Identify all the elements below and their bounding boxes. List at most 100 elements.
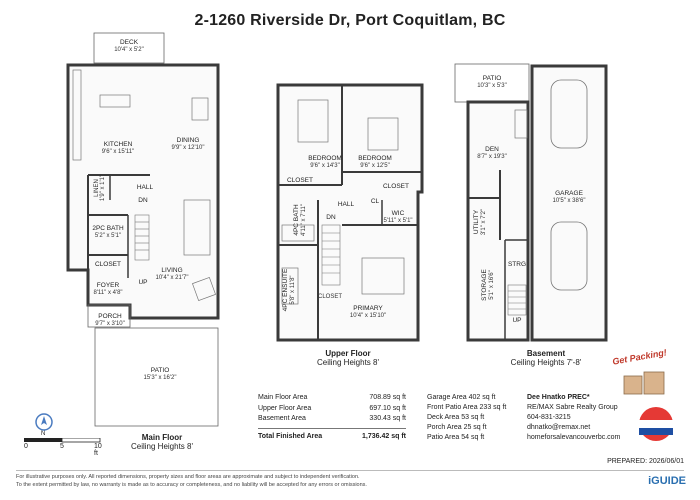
ensuite-label: 4PC ENSUITE bbox=[282, 268, 289, 311]
upper-area-value: 697.10 sq ft bbox=[369, 404, 406, 412]
ensuite-dims: 5'8" x 11'8" bbox=[290, 275, 296, 304]
patio-main-label: PATIO bbox=[151, 367, 170, 374]
hall-main-label: HALL bbox=[137, 184, 154, 191]
hall-up-label: HALL bbox=[338, 201, 355, 208]
primary-label: PRIMARY bbox=[353, 305, 383, 312]
garage-walls bbox=[530, 64, 608, 342]
closet-up1-label: CLOSET bbox=[287, 177, 313, 184]
upper-floor-name: Upper Floor bbox=[325, 349, 371, 358]
closet-main-label: CLOSET bbox=[95, 261, 121, 268]
dining-dims: 9'9" x 12'10" bbox=[172, 145, 205, 151]
main-floor-plan: DECK 10'4" x 5'2" KITCHEN 9'6" x 15'11" … bbox=[66, 32, 220, 427]
porch-dims: 9'7" x 3'10" bbox=[95, 321, 125, 327]
foyer-dims: 8'11" x 4'8" bbox=[93, 290, 122, 296]
bed-icon bbox=[361, 257, 405, 295]
porch-area: Porch Area 25 sq ft bbox=[427, 424, 487, 431]
bath4-dims: 4'11" x 7'11" bbox=[301, 204, 307, 236]
deck-area: Deck Area 53 sq ft bbox=[427, 414, 485, 421]
primary-dims: 10'4" x 15'10" bbox=[350, 313, 386, 319]
strg-label: STRG bbox=[508, 261, 526, 268]
upper-area-label: Upper Floor Area bbox=[258, 404, 312, 412]
storage-label: STORAGE bbox=[481, 269, 488, 301]
agent-website[interactable]: homeforsalevancouverbc.com bbox=[527, 434, 621, 441]
disclaimer-line-1: For illustrative purposes only. All repo… bbox=[16, 474, 360, 480]
agent-email[interactable]: dhnatko@remax.net bbox=[527, 424, 591, 431]
prepared-date: PREPARED: 2026/06/01 bbox=[607, 458, 684, 465]
agent-info: Dee Hnatko PREC* RE/MAX Sabre Realty Gro… bbox=[527, 393, 620, 443]
storage-dims: 5'1" x 16'6" bbox=[489, 270, 495, 300]
main-area-label: Main Floor Area bbox=[258, 394, 308, 401]
main-area-value: 708.89 sq ft bbox=[369, 394, 406, 401]
agent-phone: 604-831-3215 bbox=[527, 414, 571, 421]
living-label: LIVING bbox=[161, 267, 182, 274]
bedroom1-dims: 9'6" x 14'3" bbox=[310, 163, 340, 169]
bath2-label: 2PC BATH bbox=[92, 225, 124, 232]
upper-floor-walls bbox=[276, 83, 424, 342]
main-floor-name: Main Floor bbox=[141, 433, 183, 442]
basement-area-label: Basement Area bbox=[258, 415, 306, 422]
main-floor-caption: Main Floor Ceiling Heights 8' bbox=[122, 433, 202, 451]
car-icon bbox=[550, 79, 588, 149]
page-title: 2-1260 Riverside Dr, Port Coquitlam, BC bbox=[194, 12, 506, 29]
sofa-icon bbox=[183, 199, 211, 256]
patio-base-label: PATIO bbox=[483, 75, 502, 82]
dn-main-label: DN bbox=[138, 197, 148, 204]
bedroom1-label: BEDROOM bbox=[308, 155, 342, 162]
main-patio-outline bbox=[94, 327, 219, 427]
scale-label-0: 0 bbox=[24, 443, 28, 450]
utility-label: UTILITY bbox=[473, 209, 480, 234]
upper-floor-caption: Upper Floor Ceiling Heights 8' bbox=[308, 349, 388, 367]
den-label: DEN bbox=[485, 146, 499, 153]
agent-company: RE/MAX Sabre Realty Group bbox=[527, 404, 618, 411]
up-base-label: UP bbox=[512, 317, 521, 324]
linen-dims: 1'9" x 1'1" bbox=[100, 175, 106, 201]
wic-dims: 5'11" x 5'1" bbox=[383, 218, 412, 224]
porch-label: PORCH bbox=[98, 313, 122, 320]
disclaimer-line-2: To the extent permitted by law, no warra… bbox=[16, 481, 367, 488]
garage-dims: 10'5" x 38'6" bbox=[553, 198, 586, 204]
bedroom2-dims: 9'6" x 12'5" bbox=[360, 163, 390, 169]
closet-up2-label: CLOSET bbox=[383, 183, 409, 190]
bathtub-icon bbox=[281, 224, 315, 242]
moving-boxes-icon bbox=[623, 371, 665, 395]
footer-divider bbox=[16, 470, 684, 471]
deck-label: DECK bbox=[120, 39, 139, 46]
scale-bar bbox=[24, 438, 101, 443]
agent-name: Dee Hnatko PREC* bbox=[527, 394, 590, 401]
scale-label-10: 10 ft bbox=[94, 443, 102, 457]
basement-plan: PATIO 10'3" x 5'3" DEN 8'7" x 19'3" UTIL… bbox=[454, 63, 608, 342]
main-floor-ceiling: Ceiling Heights 8' bbox=[130, 442, 193, 451]
basement-name: Basement bbox=[526, 349, 566, 358]
total-area-value: 1,736.42 sq ft bbox=[362, 432, 406, 440]
foyer-label: FOYER bbox=[97, 282, 120, 289]
basement-ceiling: Ceiling Heights 7'-8' bbox=[510, 358, 582, 367]
wic-label: WIC bbox=[392, 210, 405, 217]
bed-icon bbox=[367, 117, 399, 151]
compass-label: N bbox=[41, 431, 46, 437]
basement-caption: Basement Ceiling Heights 7'-8' bbox=[496, 349, 596, 367]
patio-base-dims: 10'3" x 5'3" bbox=[477, 83, 507, 89]
compass-icon bbox=[35, 413, 53, 431]
dn-up-label: DN bbox=[326, 214, 336, 221]
kitchen-label: KITCHEN bbox=[104, 141, 133, 148]
cl-label: CL bbox=[371, 198, 380, 205]
up-main-label: UP bbox=[138, 279, 147, 286]
kitchen-dims: 9'6" x 15'11" bbox=[102, 149, 134, 155]
garage-area: Garage Area 402 sq ft bbox=[427, 394, 496, 401]
living-dims: 10'4" x 21'7" bbox=[156, 275, 189, 281]
basement-area-value: 330.43 sq ft bbox=[369, 415, 406, 422]
iguide-logo: iGUIDE bbox=[648, 475, 686, 487]
total-area-label: Total Finished Area bbox=[258, 432, 323, 440]
bed-icon bbox=[297, 99, 329, 143]
disclaimer: For illustrative purposes only. All repo… bbox=[16, 474, 367, 489]
floor-area-summary: Main Floor Area 708.89 sq ft Upper Floor … bbox=[258, 393, 406, 442]
utility-dims: 3'1" x 7'2" bbox=[481, 209, 487, 235]
den-dims: 8'7" x 19'3" bbox=[477, 154, 507, 160]
basement-walls bbox=[466, 100, 530, 342]
car-icon bbox=[550, 221, 588, 291]
bath4-label: 4PC BATH bbox=[293, 204, 300, 236]
upper-floor-plan: BEDROOM 9'6" x 14'3" BEDROOM 9'6" x 12'5… bbox=[276, 83, 424, 342]
dining-label: DINING bbox=[177, 137, 200, 144]
front-patio-area: Front Patio Area 233 sq ft bbox=[427, 404, 507, 411]
